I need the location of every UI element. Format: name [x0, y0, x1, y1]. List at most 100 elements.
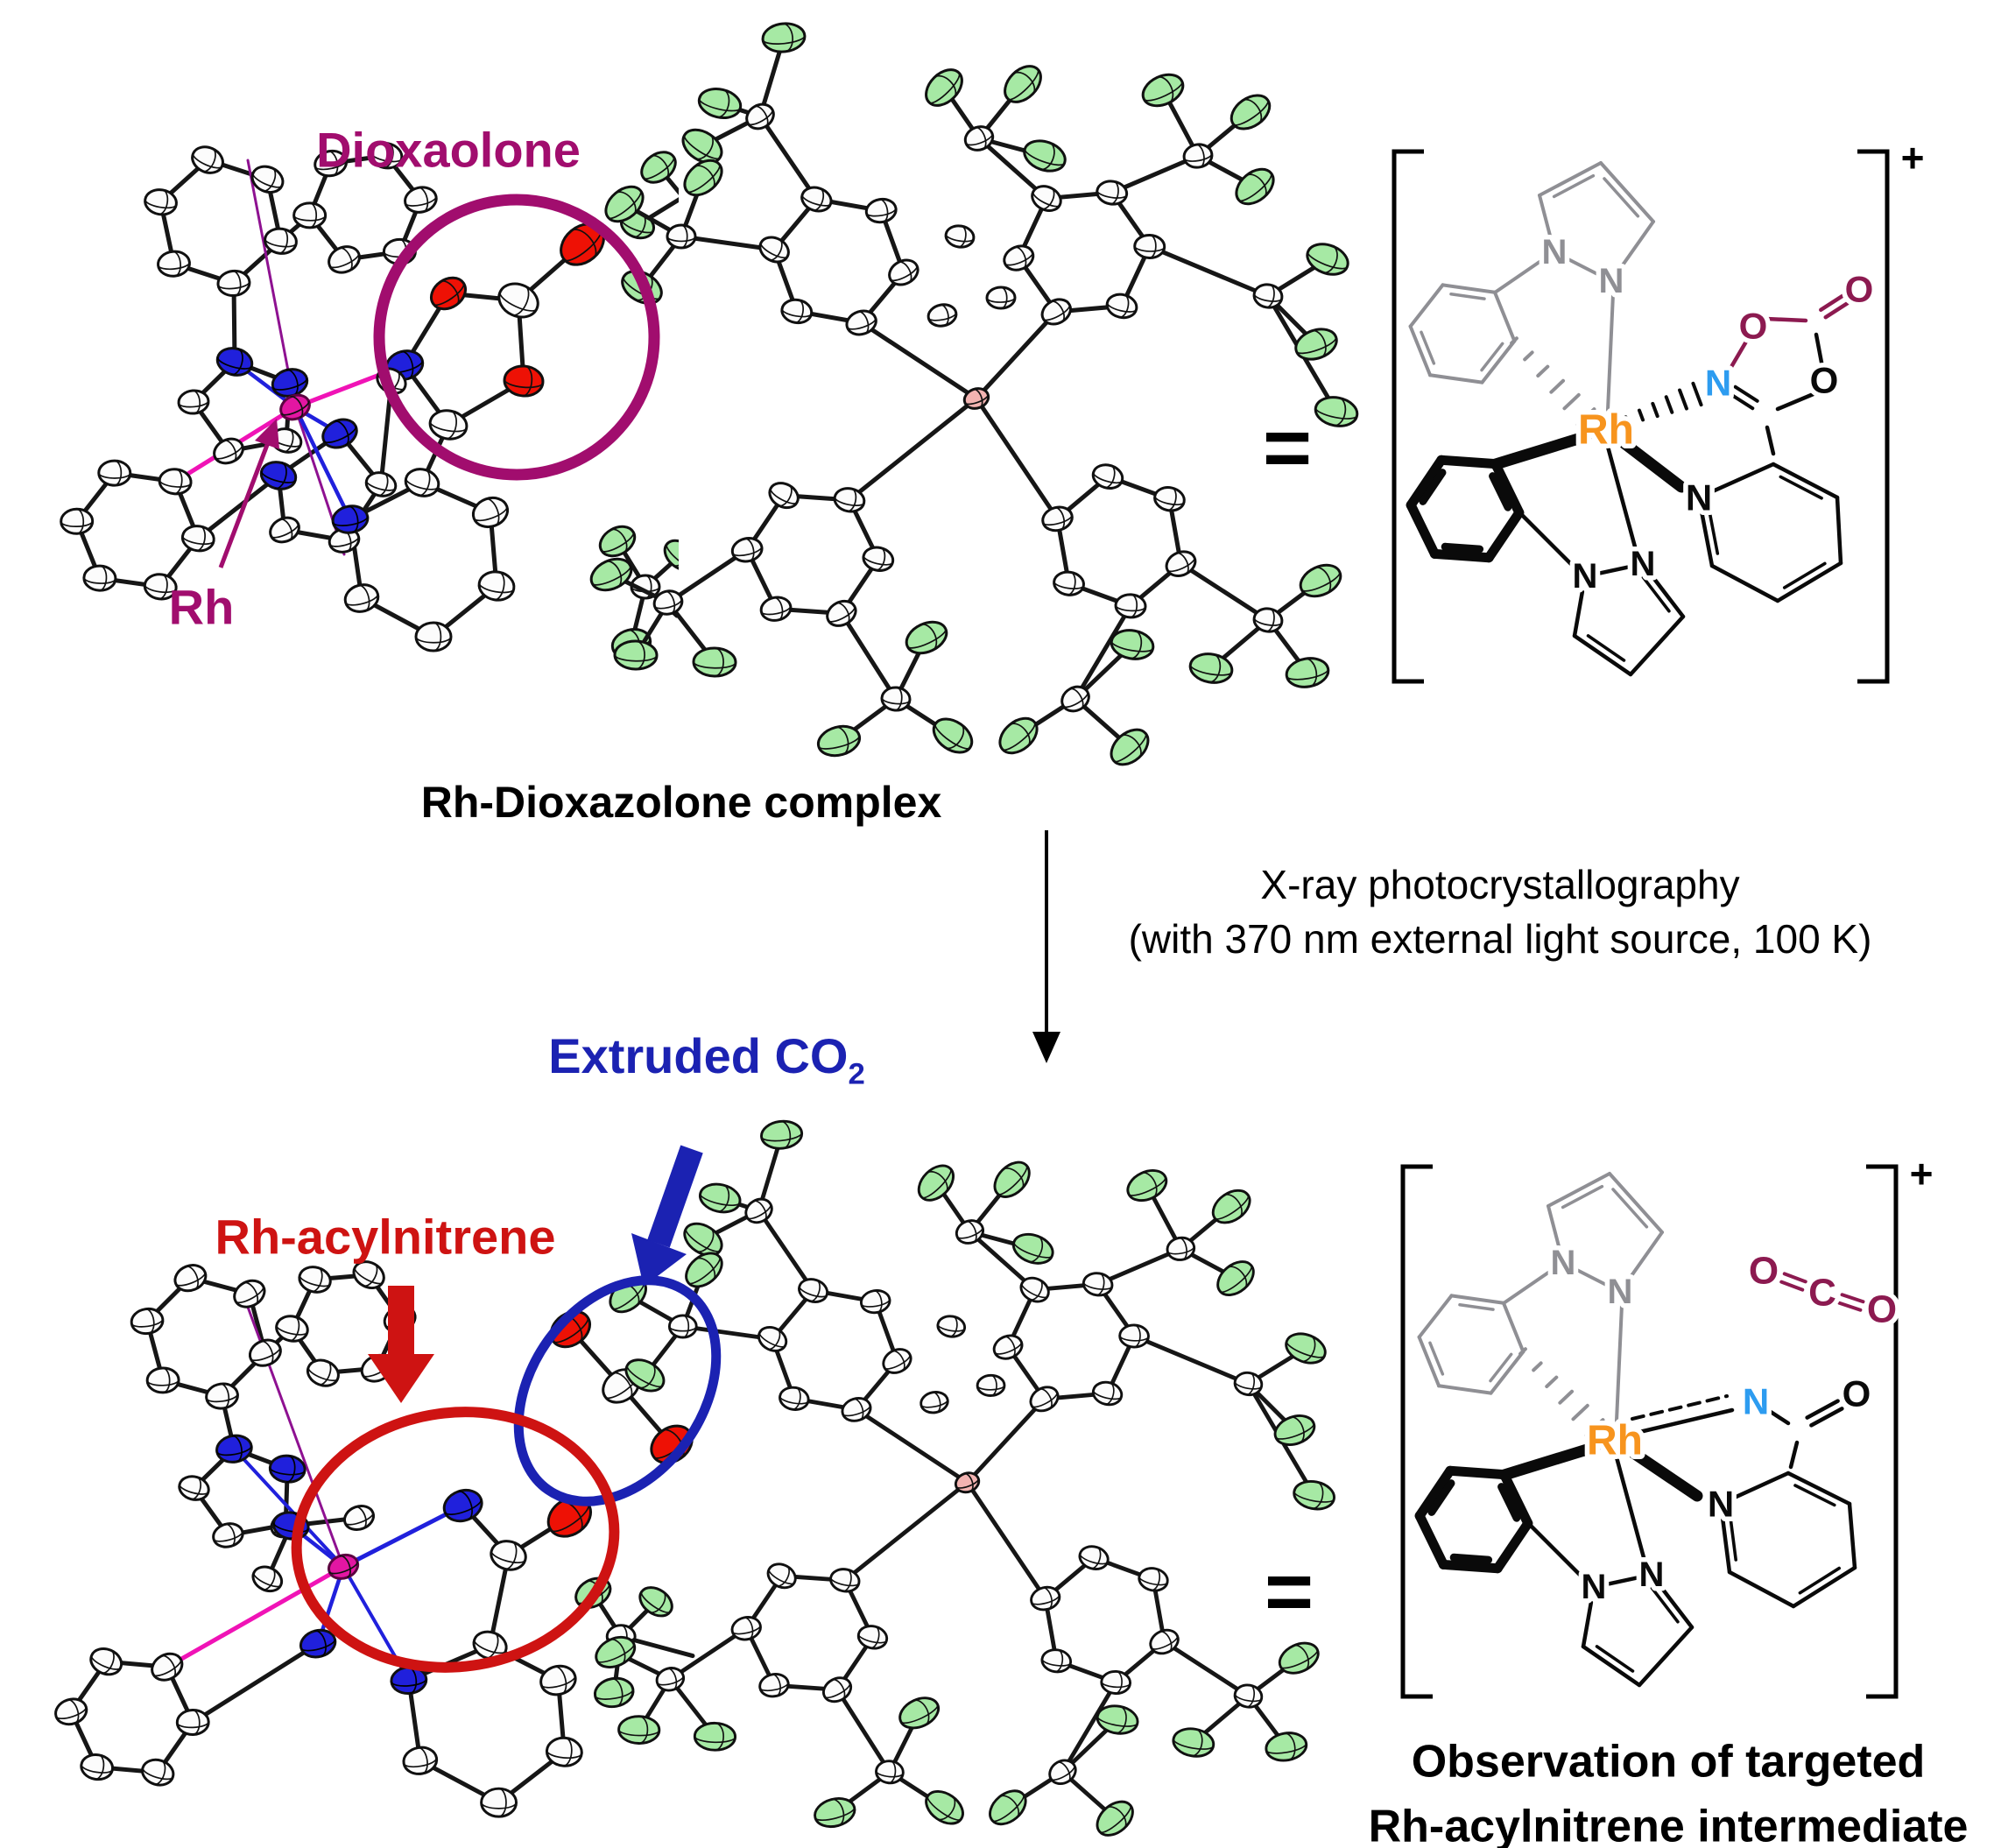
carbon-atom — [270, 427, 303, 454]
struct-bond — [1793, 1484, 1836, 1507]
struct-bond — [1517, 510, 1575, 568]
bond — [965, 1480, 1048, 1601]
struct-bond — [1733, 1471, 1791, 1499]
fluorine-atom — [1265, 1732, 1308, 1762]
fluorine-atom — [1314, 396, 1359, 427]
fluorine-atom — [932, 717, 974, 754]
carbon-atom — [985, 286, 1017, 310]
struct-bond — [1641, 575, 1671, 613]
carbon-atom — [306, 1358, 340, 1387]
carbon-atom — [173, 1264, 208, 1293]
struct-bond — [1835, 495, 1843, 566]
struct-bond — [1458, 1303, 1495, 1311]
rh-pointer-label: Rh — [168, 579, 235, 635]
fluorine-atom — [681, 128, 723, 165]
fluorine-atom — [609, 1277, 647, 1314]
carbon-atom — [976, 1373, 1006, 1397]
atom-label-n: N — [1631, 545, 1656, 583]
struct-bond — [1480, 339, 1517, 384]
struct-bond — [1561, 1184, 1604, 1210]
carbon-atom — [143, 573, 178, 601]
carbon-atom — [1133, 233, 1166, 259]
carbon-atom — [54, 1697, 88, 1726]
fluorine-atom — [917, 1164, 955, 1202]
bond — [1073, 603, 1133, 702]
struct-bond — [1449, 1294, 1505, 1305]
atom-label-o: O — [1867, 1288, 1897, 1331]
bracket — [1857, 149, 1890, 684]
carbon-atom — [880, 686, 912, 712]
struct-bond — [1438, 1559, 1503, 1574]
struct-bond — [1581, 1644, 1642, 1688]
fluorine-atom — [692, 646, 737, 678]
struct-bond — [1788, 1440, 1800, 1470]
struct-bond — [1584, 1418, 1605, 1437]
bond — [965, 1396, 1046, 1485]
charge-plus: + — [1901, 135, 1925, 180]
struct-bond — [1532, 1361, 1543, 1372]
bond — [1060, 1680, 1118, 1774]
fluorine-atom — [1141, 73, 1185, 108]
fluorine-atom — [1004, 65, 1042, 103]
struct-bond — [1571, 1403, 1589, 1421]
struct-bond — [1659, 1585, 1695, 1630]
carbon-atom — [944, 224, 976, 249]
carbon-atom — [1030, 1585, 1061, 1612]
carbon-atom — [1138, 1567, 1169, 1592]
oxygen-atom — [430, 276, 467, 311]
fluorine-atom — [1216, 1260, 1255, 1296]
dioxazolone-annotation-label: Dioxaolone — [316, 122, 581, 178]
struct-bond — [1618, 220, 1655, 271]
struct-bond — [1552, 173, 1596, 199]
fluorine-atom — [925, 1789, 964, 1825]
carbon-atom — [545, 1736, 583, 1767]
atom-label-n: N — [1743, 1381, 1769, 1422]
struct-bond — [1536, 364, 1550, 378]
caption-observation-line2: Rh-acylnitrene intermediate — [1368, 1801, 1969, 1848]
struct-bond — [1700, 511, 1715, 568]
carbon-atom — [298, 1266, 332, 1294]
struct-bond — [1525, 1520, 1584, 1579]
boron-atom — [962, 387, 990, 410]
fluorine-atom — [683, 159, 723, 197]
carbon-atom — [97, 459, 132, 487]
carbon-atom — [829, 1568, 861, 1593]
struct-bond — [1480, 342, 1504, 372]
struct-bond — [1575, 407, 1596, 427]
atom-label-n: N — [1608, 1273, 1633, 1311]
struct-bond — [1615, 1303, 1624, 1422]
carbon-atom — [667, 1314, 698, 1339]
struct-bond — [1562, 392, 1581, 411]
carbon-atom — [875, 1760, 905, 1785]
struct-bond — [1489, 1352, 1513, 1383]
fluorine-atom — [624, 1358, 666, 1393]
struct-bond — [1728, 1514, 1737, 1562]
carbon-atom — [758, 236, 790, 264]
carbon-atom — [178, 1475, 210, 1501]
struct-bond — [1538, 161, 1603, 197]
struct-bond — [1449, 1553, 1493, 1564]
bond — [292, 405, 353, 522]
struct-bond — [1489, 472, 1512, 511]
struct-bond — [1691, 381, 1703, 407]
struct-bond — [1847, 1501, 1857, 1570]
struct-bond — [1441, 542, 1484, 554]
struct-bond — [1809, 1407, 1844, 1428]
carbon-atom — [1252, 607, 1284, 633]
nitrogen-atom — [442, 1488, 483, 1523]
carbon-atom — [233, 1279, 266, 1308]
bond — [1178, 561, 1271, 623]
caption-rh-dioxazolone-complex: Rh-Dioxazolone complex — [420, 777, 942, 827]
struct-bond — [1497, 1483, 1521, 1522]
fluorine-atom — [993, 1160, 1031, 1198]
struct-bond — [1498, 1441, 1602, 1481]
struct-bond — [1628, 614, 1686, 677]
struct-bond — [1449, 293, 1486, 300]
bond — [1131, 1334, 1251, 1386]
struct-bond — [1572, 633, 1633, 677]
carbon-atom — [264, 227, 298, 255]
process-text-line2: (with 370 nm external light source, 100 … — [1128, 915, 1872, 962]
atom-label-n: N — [1551, 1244, 1576, 1282]
fluorine-atom — [1211, 1189, 1251, 1224]
